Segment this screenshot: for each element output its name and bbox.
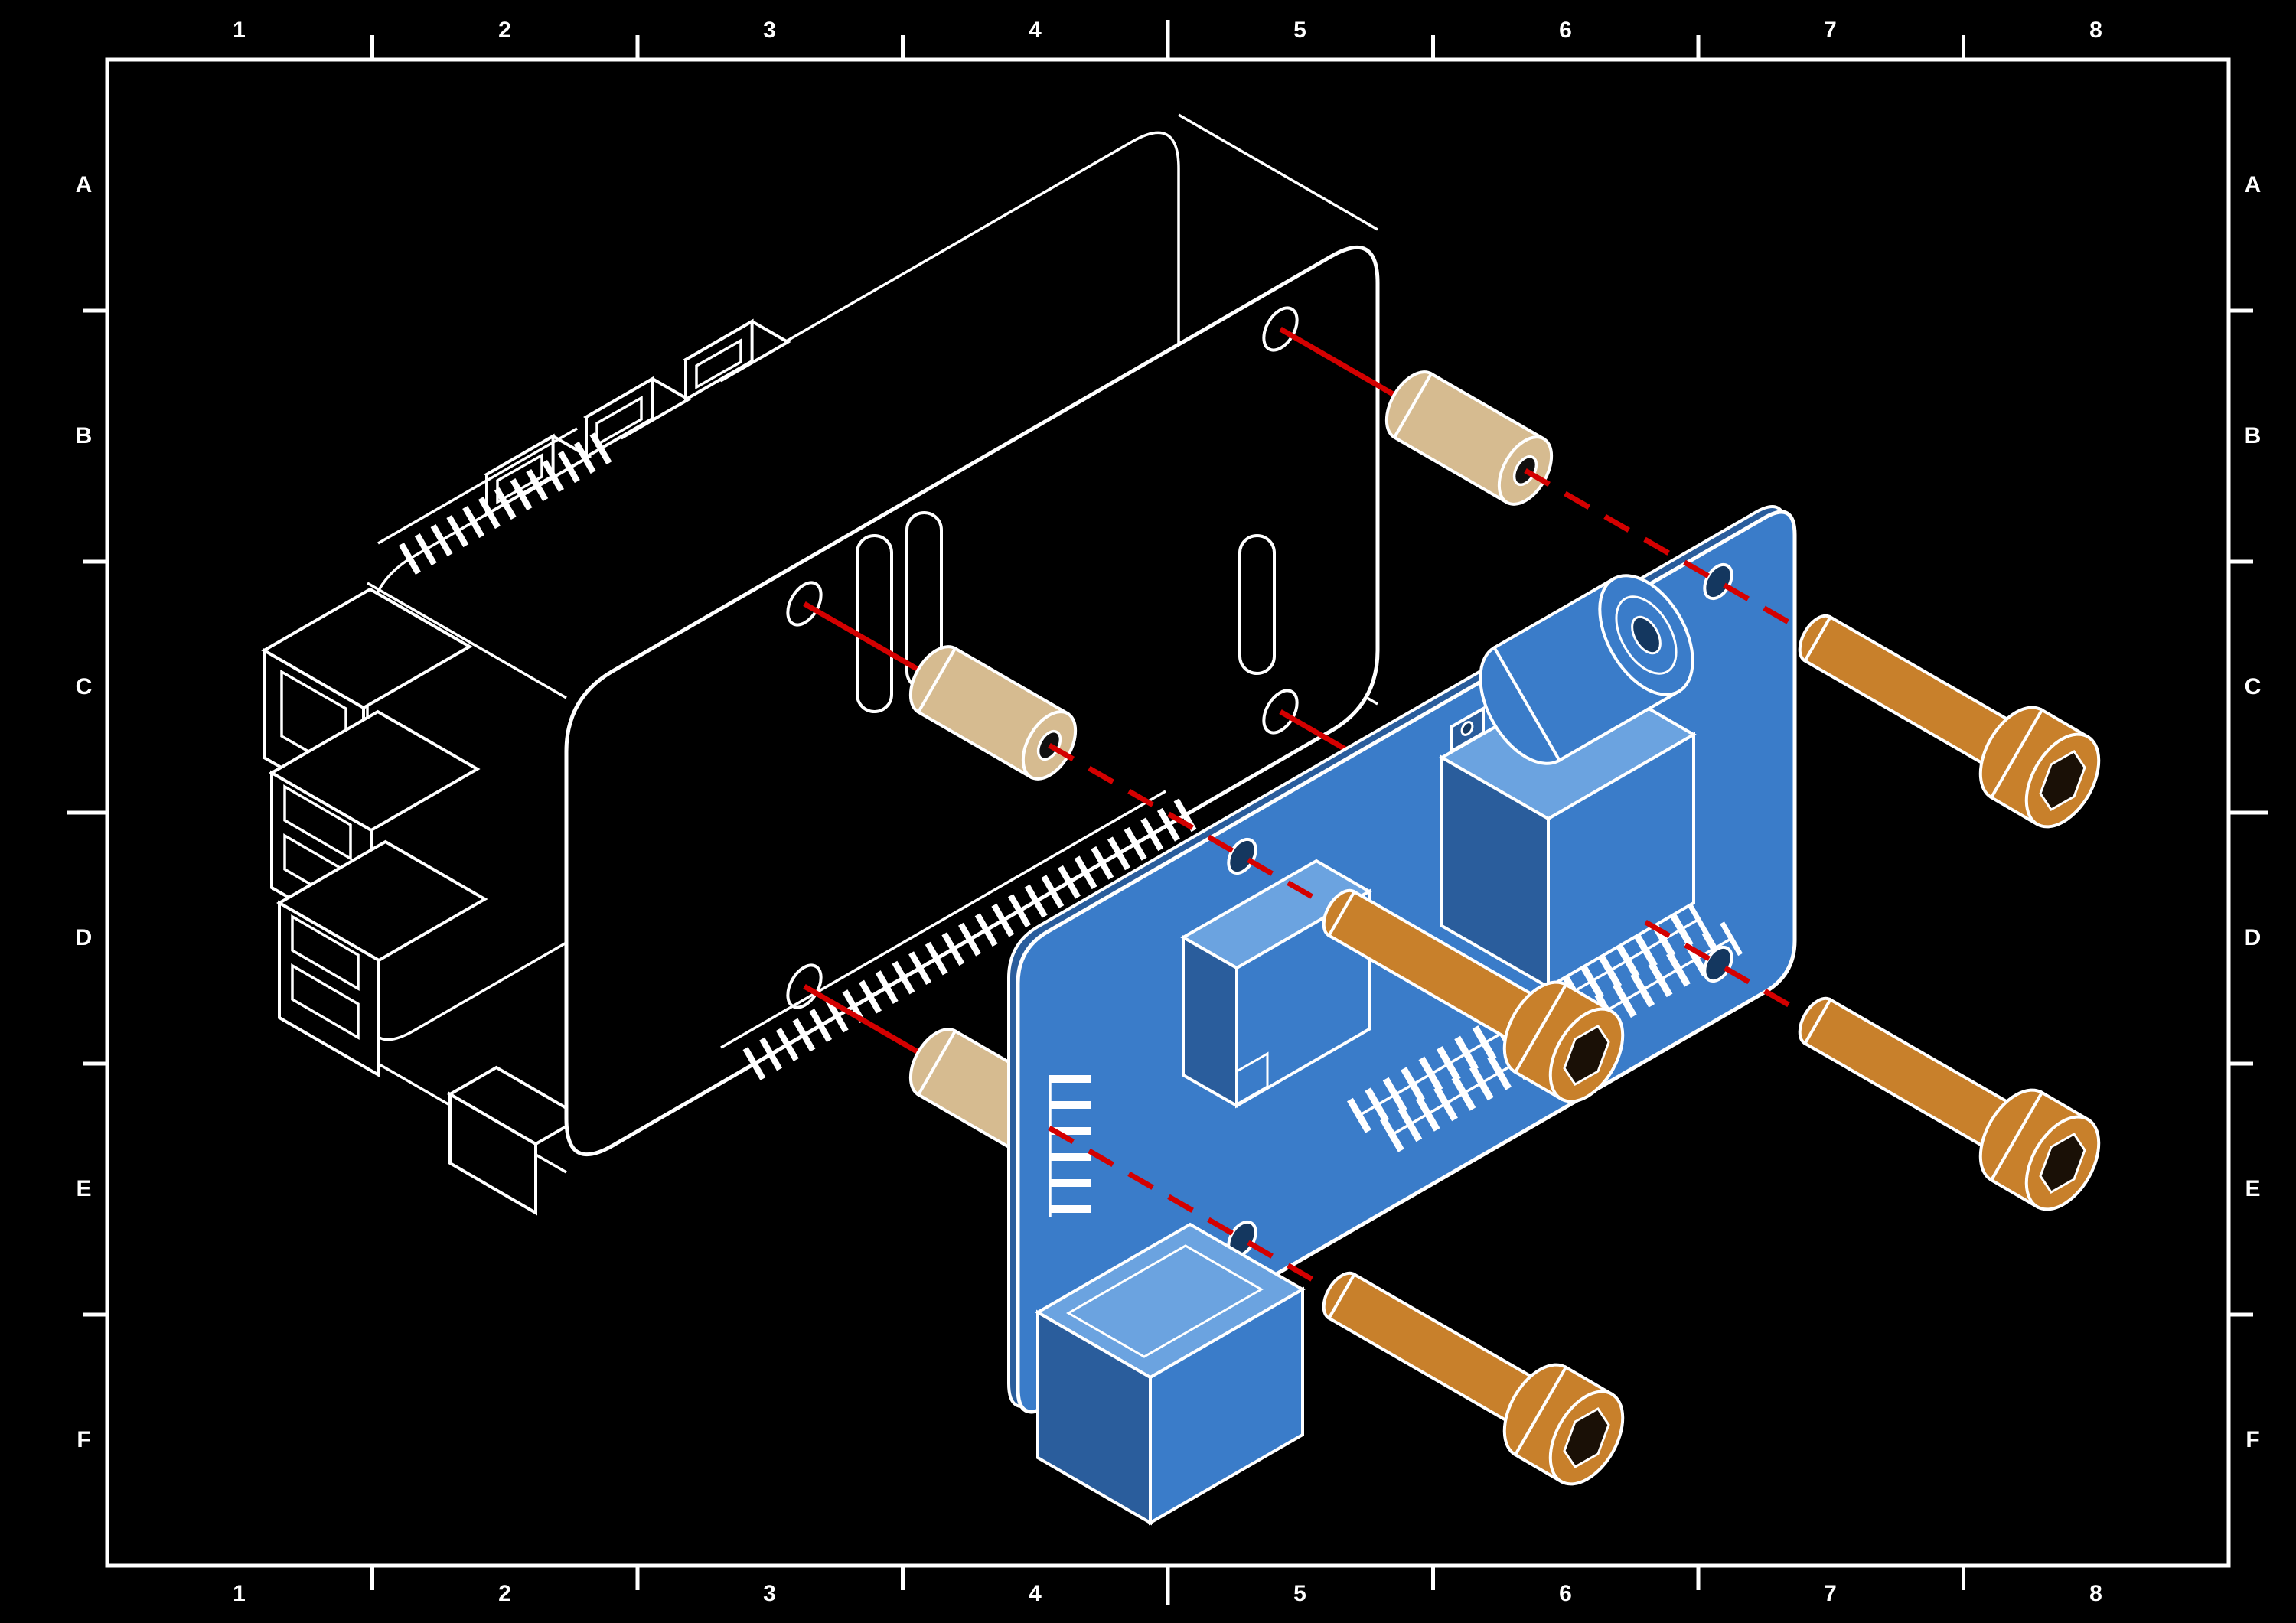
hdmi-connector-2 [682,318,791,402]
zone-label-col-bottom-8: 8 [2089,1581,2103,1606]
zone-label-col-top-8: 8 [2089,18,2103,43]
drawing-frame [67,20,2268,1605]
centerline-solid-4 [803,983,938,1066]
edge-pin-header [720,790,1205,1080]
zone-label-row-right-a: A [2244,172,2262,197]
case-edge-top-right [1178,113,1378,231]
standoff-2 [908,645,1078,781]
standoff-1 [1384,370,1554,506]
zone-label-row-right-d: D [2244,925,2262,950]
zone-label-col-top-5: 5 [1293,18,1307,43]
case-edge-top-left [367,582,567,699]
gpio-pin-header [377,427,615,575]
zone-label-col-bottom-7: 7 [1824,1581,1838,1606]
terminal-block [1035,1222,1306,1526]
screw-3 [1798,996,2101,1211]
zone-label-col-bottom-1: 1 [233,1581,246,1606]
screw-4 [1322,1271,1625,1486]
zone-label-col-bottom-6: 6 [1559,1581,1573,1606]
zone-label-row-right-e: E [2245,1176,2262,1201]
zone-label-col-top-6: 6 [1559,18,1573,43]
zone-label-row-left-e: E [76,1176,93,1201]
zone-label-row-right-f: F [2245,1427,2261,1452]
zone-label-row-left-a: A [75,172,93,197]
centerline-dashed-2 [1048,742,1343,917]
zone-label-row-left-d: D [75,925,93,950]
hex-socket [2039,750,2086,811]
screws [1322,614,2101,1486]
hex-socket [1563,1407,1610,1468]
zone-label-col-top-2: 2 [498,18,512,43]
zone-label-col-bottom-4: 4 [1029,1581,1042,1606]
zone-label-row-right-c: C [2244,674,2262,699]
centerline-solid-2 [803,601,938,683]
zone-label-col-bottom-5: 5 [1293,1581,1307,1606]
zone-label-col-top-1: 1 [233,18,246,43]
centerlines-dashed [1048,468,1819,1299]
centerline-dashed-4 [1048,1125,1343,1299]
hex-socket [2039,1133,2086,1194]
centerline-dashed-1 [1524,468,1819,642]
zone-label-row-left-b: B [75,423,93,448]
screw-2 [1322,888,1625,1103]
hdmi-connector-1 [582,376,692,460]
motor-shaft [1631,615,1662,655]
zone-label-row-left-f: F [77,1427,92,1452]
usb-port-stack-2 [276,839,488,1078]
motor-component [1438,574,1697,990]
zone-label-col-top-7: 7 [1824,18,1838,43]
zone-label-col-bottom-2: 2 [498,1581,512,1606]
side-pin-header [1049,1075,1091,1217]
zone-label-row-right-b: B [2244,423,2262,448]
zone-label-col-top-3: 3 [763,18,777,43]
centerline-solid-1 [1279,326,1414,409]
case-vent-slot-1 [856,534,893,713]
chip-component [1179,859,1372,1109]
centerlines-solid [803,326,1414,1066]
sd-card-slot [447,1065,585,1216]
zone-label-col-top-4: 4 [1029,18,1042,43]
zone-label-col-bottom-3: 3 [763,1581,777,1606]
screw-1 [1798,614,2101,829]
centerline-dashed-3 [1644,919,1819,1025]
case-vent-slot-3 [1238,534,1276,675]
zone-label-row-left-c: C [75,674,93,699]
centerline-solid-3 [1279,709,1356,758]
hex-socket [1563,1025,1610,1086]
